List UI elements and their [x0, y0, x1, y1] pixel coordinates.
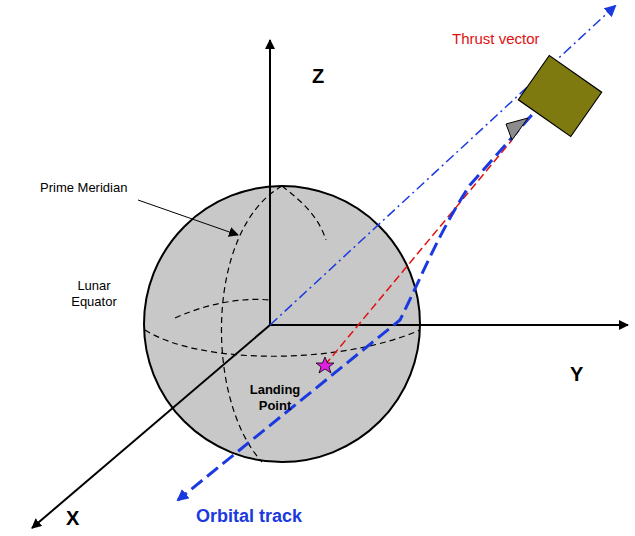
equator-back-line [175, 299, 270, 318]
landing-star [316, 357, 334, 373]
thrust-arrowhead [506, 118, 528, 140]
radial-line [270, 6, 615, 325]
orbital-track-line [178, 100, 545, 500]
orbital-label: Orbital track [196, 506, 302, 528]
landing-label: Landing Point [240, 382, 310, 413]
y-axis [270, 324, 628, 326]
axis-label: Y [570, 362, 583, 386]
z-axis [269, 40, 271, 325]
axis-label: Z [312, 64, 324, 88]
axis-label: X [66, 506, 79, 530]
x-axis [32, 325, 270, 528]
spacecraft [518, 56, 601, 137]
thrust-line [325, 140, 512, 365]
meridian-back-line [282, 186, 326, 240]
equator-label: Lunar Equator [64, 278, 124, 309]
meridian-leader-line [138, 200, 238, 235]
thrust-label: Thrust vector [452, 30, 540, 48]
lunar-equator-line [145, 330, 420, 356]
meridian-label: Prime Meridian [40, 180, 127, 196]
